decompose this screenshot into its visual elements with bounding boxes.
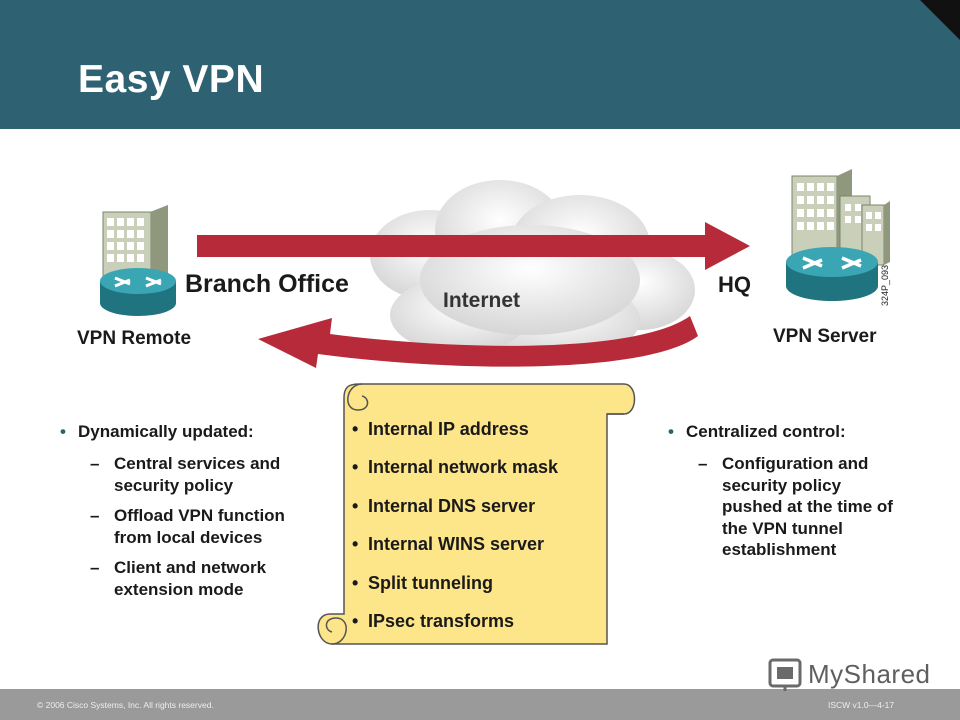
left-heading: Dynamically updated: <box>58 421 308 442</box>
list-item: Split tunneling <box>352 571 602 609</box>
scroll-list: Internal IP address Internal network mas… <box>352 417 602 647</box>
header-corner <box>920 0 960 40</box>
vpn-diagram <box>100 169 890 368</box>
arrow-right-icon <box>197 222 750 270</box>
slide-footer: © 2006 Cisco Systems, Inc. All rights re… <box>0 689 960 720</box>
right-heading: Centralized control: <box>666 421 906 442</box>
figure-code: 324P_093 <box>880 264 890 306</box>
slide-title: Easy VPN <box>78 58 265 101</box>
slide-header: Easy VPN <box>0 0 960 129</box>
server-router-icon <box>786 247 878 301</box>
internet-cloud-icon <box>370 180 695 360</box>
right-column: Centralized control: Configuration and s… <box>666 421 906 570</box>
arrow-left-icon <box>258 316 698 368</box>
list-item: Configuration and security policy pushed… <box>666 453 906 561</box>
branch-office-label: Branch Office <box>185 270 349 298</box>
vpn-remote-label: VPN Remote <box>77 328 192 349</box>
vpn-server-label: VPN Server <box>773 326 877 347</box>
watermark-text: MyShared <box>808 659 931 689</box>
list-item: IPsec transforms <box>352 609 602 647</box>
list-item: Internal DNS server <box>352 494 602 532</box>
list-item: Internal network mask <box>352 455 602 493</box>
remote-router-icon <box>100 268 176 316</box>
list-item: Offload VPN function from local devices <box>58 505 308 548</box>
watermark-logo-icon <box>768 658 802 691</box>
list-item: Internal IP address <box>352 417 602 455</box>
copyright-text: © 2006 Cisco Systems, Inc. All rights re… <box>37 700 214 710</box>
course-code: ISCW v1.0—4-17 <box>828 700 895 710</box>
hq-label: HQ <box>718 272 751 297</box>
branch-building-icon <box>102 205 168 283</box>
list-item: Central services and security policy <box>58 453 308 496</box>
internet-label: Internet <box>443 289 521 312</box>
list-item: Internal WINS server <box>352 532 602 570</box>
list-item: Client and network extension mode <box>58 557 308 600</box>
left-column: Dynamically updated: Central services an… <box>58 421 308 609</box>
